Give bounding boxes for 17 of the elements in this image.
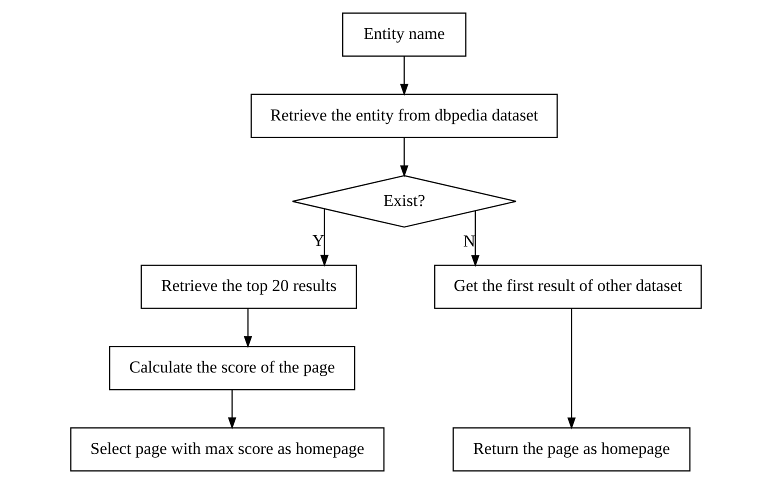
edge-label: N — [463, 232, 476, 251]
arrow — [567, 308, 576, 430]
node-box: Retrieve the top 20 results — [140, 264, 358, 309]
arrow — [228, 390, 236, 430]
node-box: Select page with max score as homepage — [70, 427, 384, 472]
node-box: Calculate the score of the page — [109, 346, 356, 390]
arrow — [244, 308, 252, 348]
node-box: Retrieve the entity from dbpedia dataset — [250, 94, 558, 138]
edge-label: Y — [312, 230, 325, 250]
node-box: Return the page as homepage — [452, 427, 690, 472]
arrow — [471, 210, 480, 268]
arrow — [400, 137, 408, 178]
node-box: Get the first result of other dataset — [434, 264, 702, 309]
arrow — [400, 56, 408, 96]
node-box: Entity name — [342, 12, 466, 57]
arrow — [320, 209, 329, 267]
node-diamond: Exist? — [292, 175, 517, 228]
